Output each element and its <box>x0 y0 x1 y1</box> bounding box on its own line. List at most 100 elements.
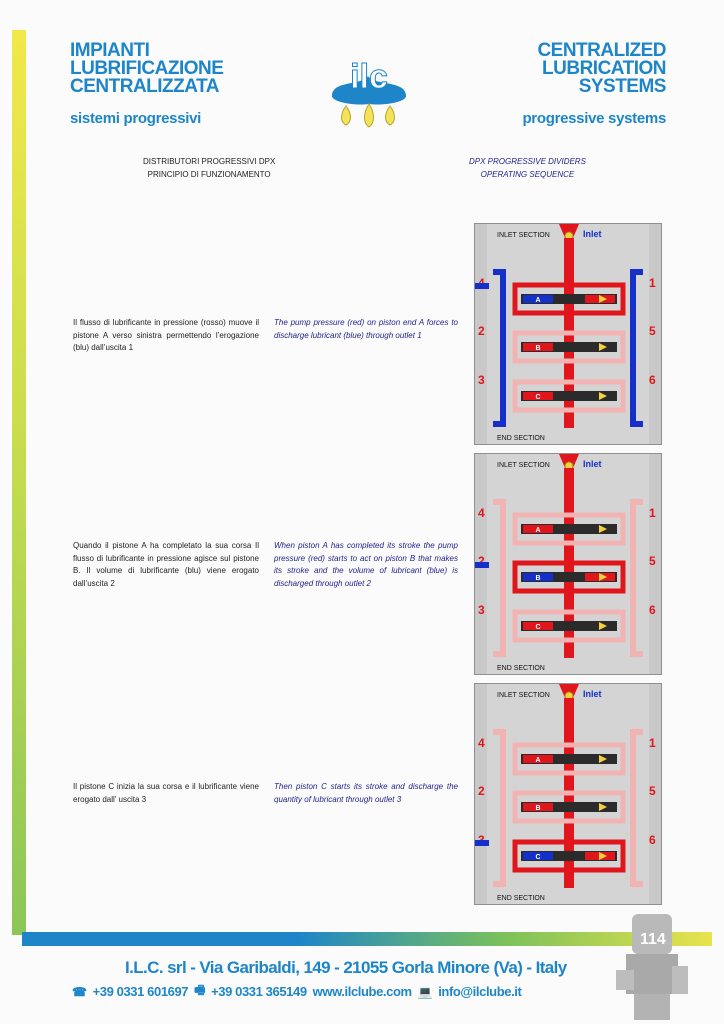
end-section-label: END SECTION <box>497 665 545 672</box>
left-accent-bar <box>12 30 26 935</box>
phone-icon: ☎ <box>72 984 87 999</box>
piston-label: C <box>535 854 540 861</box>
step-3-english: Then piston C starts its stroke and disc… <box>274 782 458 804</box>
active-outlet-discharge <box>475 840 489 846</box>
piston-chamber-left <box>523 525 553 533</box>
email-link[interactable]: info@ilclube.it <box>438 984 522 999</box>
italian-title-line: CENTRALIZZATA <box>70 76 220 97</box>
fax-number: +39 0331 365149 <box>211 984 307 999</box>
outlet-number-right: 1 <box>649 736 656 750</box>
piston-loop <box>512 379 626 413</box>
piston-loop <box>512 282 626 316</box>
piston-label: B <box>535 805 540 812</box>
end-section-label: END SECTION <box>497 895 545 902</box>
piston-bore <box>521 802 617 812</box>
piston-loop <box>512 790 626 824</box>
english-title-line: LUBRICATION <box>542 58 666 79</box>
piston-label: A <box>535 757 540 764</box>
section-heading-line: DISTRIBUTORI PROGRESSIVI DPX <box>143 157 276 166</box>
step-1-english: The pump pressure (red) on piston end A … <box>274 318 458 340</box>
step-1-italian: Il flusso di lubrificante in pressione (… <box>73 318 259 352</box>
inlet-label: Inlet <box>583 689 602 699</box>
phone-number: +39 0331 601697 <box>92 984 189 999</box>
piston-label: B <box>535 575 540 582</box>
piston-bore <box>521 524 617 534</box>
piston-chamber-left <box>523 803 553 811</box>
piston-loop <box>512 512 626 546</box>
inlet-section-label: INLET SECTION <box>497 232 550 239</box>
piston-loop <box>512 330 626 364</box>
piston-bore <box>521 851 617 861</box>
outlet-number-left: 2 <box>478 784 485 798</box>
contact-line: ☎ +39 0331 601697 🖷 +39 0331 365149 www.… <box>72 981 522 1002</box>
piston-loop <box>512 742 626 776</box>
piston-bore <box>521 294 617 304</box>
inlet-label: Inlet <box>583 229 602 239</box>
italian-title-line: IMPIANTI <box>70 40 150 61</box>
piston-chamber-left <box>523 295 553 303</box>
piston-chamber-left <box>523 622 553 630</box>
outlet-number-right: 1 <box>649 276 656 290</box>
outlet-number-right: 6 <box>649 833 656 847</box>
right-return-channel <box>630 729 643 887</box>
italian-title-line: LUBRIFICAZIONE <box>70 58 224 79</box>
english-subtitle: progressive systems <box>522 110 666 127</box>
italian-subtitle: sistemi progressivi <box>70 110 202 127</box>
piston-loop <box>512 839 626 873</box>
left-return-channel <box>493 269 506 427</box>
piston-label: C <box>535 624 540 631</box>
fax-icon: 🖷 <box>194 983 206 997</box>
footer-accent-bar <box>22 932 712 946</box>
piston-bore <box>521 342 617 352</box>
outlet-number-left: 4 <box>478 736 485 750</box>
inlet-funnel <box>559 224 579 238</box>
outlet-number-right: 1 <box>649 506 656 520</box>
piston-chamber-left <box>523 852 553 860</box>
outlet-number-left: 4 <box>478 506 485 520</box>
step-2-english: When piston A has completed its stroke t… <box>274 541 458 588</box>
piston-chamber-left <box>523 573 553 581</box>
outlet-number-left: 3 <box>478 603 485 617</box>
outlet-number-left: 3 <box>478 373 485 387</box>
section-heading-line: PRINCIPIO DI FUNZIONAMENTO <box>147 170 271 179</box>
step-2-italian: Quando il pistone A ha completato la sua… <box>73 541 259 588</box>
outlet-number-right: 6 <box>649 373 656 387</box>
header-italian: IMPIANTI LUBRIFICAZIONE CENTRALIZZATA si… <box>70 40 270 127</box>
website-link[interactable]: www.ilclube.com <box>312 984 412 999</box>
english-title-line: SYSTEMS <box>578 76 667 97</box>
piston-chamber-left <box>523 392 553 400</box>
section-heading-line: OPERATING SEQUENCE <box>480 170 575 179</box>
italian-title: IMPIANTI LUBRIFICAZIONE CENTRALIZZATA <box>70 40 270 97</box>
inlet-section-label: INLET SECTION <box>497 462 550 469</box>
end-section-label: END SECTION <box>497 435 545 442</box>
outlet-number-right: 6 <box>649 603 656 617</box>
piston-label: B <box>535 345 540 352</box>
section-heading-english: DPX PROGRESSIVE DIVIDERS OPERATING SEQUE… <box>469 155 586 181</box>
piston-bore <box>521 391 617 401</box>
active-outlet-discharge <box>475 562 489 568</box>
left-return-channel <box>493 499 506 657</box>
outlet-number-right: 5 <box>649 784 656 798</box>
english-title: CENTRALIZED LUBRICATION SYSTEMS <box>456 40 667 97</box>
outlet-number-right: 5 <box>649 324 656 338</box>
company-address: I.L.C. srl - Via Garibaldi, 149 - 21055 … <box>125 958 567 977</box>
piston-label: C <box>535 394 540 401</box>
right-return-channel <box>630 269 643 427</box>
piston-label: A <box>535 297 540 304</box>
piston-bore <box>521 754 617 764</box>
english-title-line: CENTRALIZED <box>537 40 666 61</box>
logo-text: ilc <box>350 58 388 96</box>
inlet-funnel <box>559 454 579 468</box>
piston-label: A <box>535 527 540 534</box>
inlet-section-label: INLET SECTION <box>497 692 550 699</box>
flow-arrow-icon <box>599 803 607 811</box>
flow-arrow-icon <box>599 622 607 630</box>
flow-arrow-icon <box>599 573 607 581</box>
inlet-funnel <box>559 684 579 698</box>
inlet-label: Inlet <box>583 459 602 469</box>
piston-loop <box>512 609 626 643</box>
section-heading-line: DPX PROGRESSIVE DIVIDERS <box>469 157 586 166</box>
flow-arrow-icon <box>599 525 607 533</box>
